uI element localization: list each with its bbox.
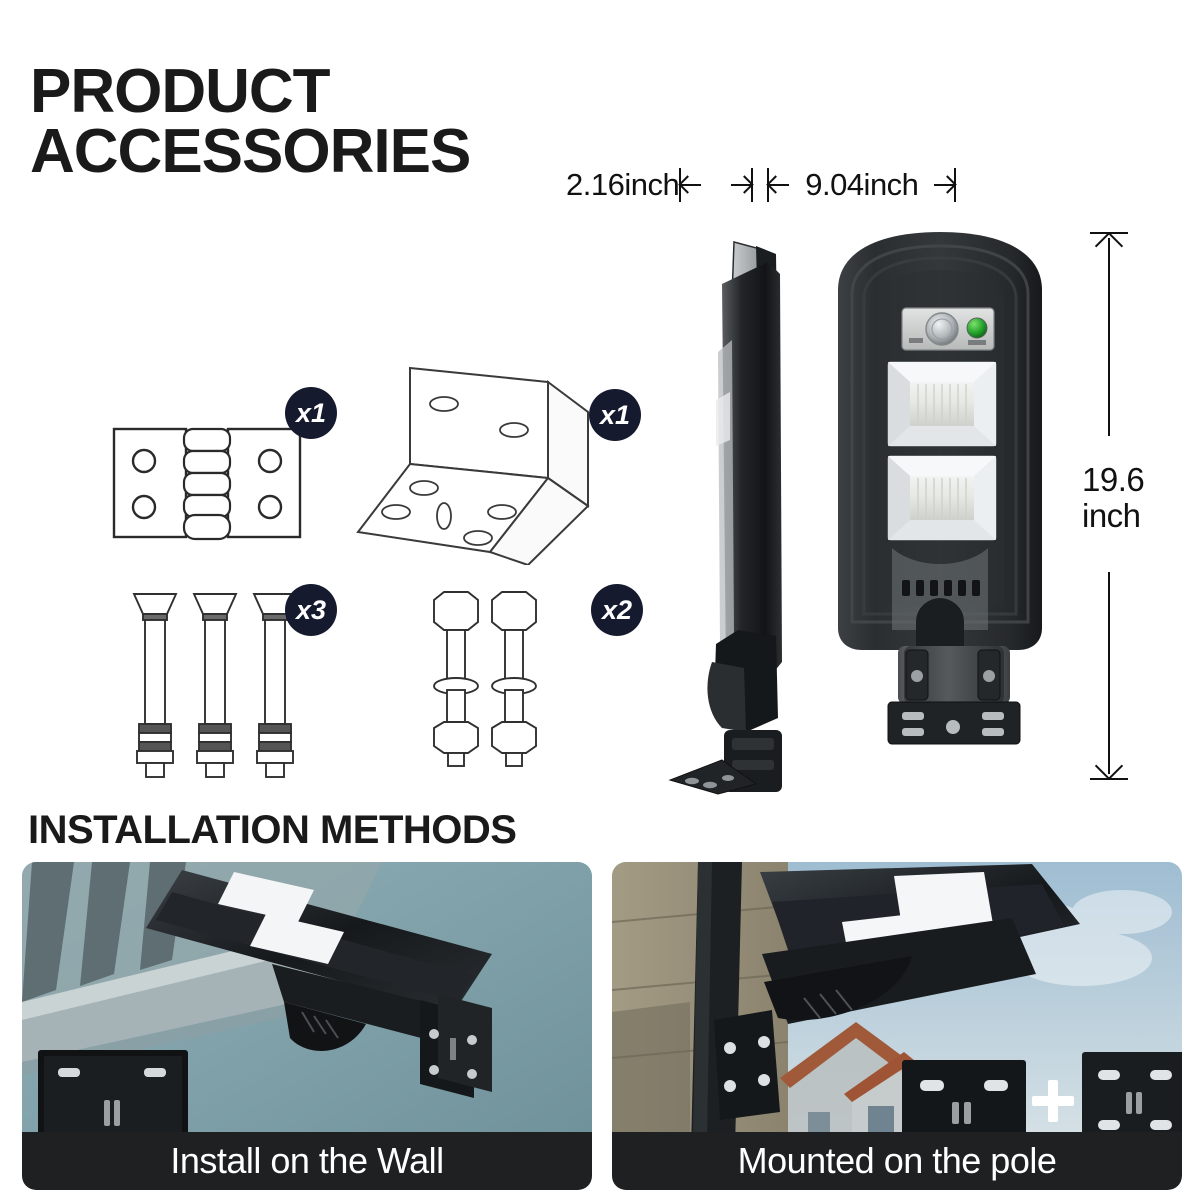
accessory-qty-badge-screws: x3 <box>286 585 336 635</box>
accessory-l-bracket <box>352 360 612 567</box>
wall-install-caption: Install on the Wall <box>22 1132 592 1190</box>
accessory-expansion-screws <box>130 588 310 780</box>
arrow-up-icon <box>1094 231 1124 261</box>
product-side-view <box>660 232 840 797</box>
accessory-qty-badge-hinge: x1 <box>286 388 336 438</box>
badge-text: x3 <box>295 594 327 625</box>
badge-text: x2 <box>601 594 633 625</box>
arrow-right-icon <box>729 175 752 195</box>
installation-photo-wall: Install on the Wall <box>22 862 592 1190</box>
height-value: 19.6 <box>1082 461 1145 498</box>
height-label: 19.6 inch <box>1082 461 1145 534</box>
width-large-label: 9.04inch <box>805 167 919 202</box>
accessory-qty-badge-bolts: x2 <box>592 585 642 635</box>
title-line-2: ACCESSORIES <box>30 116 471 186</box>
width-small-label: 2.16inch <box>566 167 680 202</box>
arrow-right-icon <box>932 175 955 195</box>
title-line-1: PRODUCT <box>30 57 331 126</box>
top-dimension-row: 2.16inch 9.04inch <box>566 165 957 205</box>
installation-photo-pole: Mounted on the pole <box>612 862 1182 1190</box>
installation-heading: INSTALLATION METHODS <box>28 808 517 852</box>
accessory-hinge-bracket <box>100 415 315 550</box>
height-unit: inch <box>1082 496 1141 534</box>
height-dimension-arrow <box>1086 228 1132 784</box>
page-title: PRODUCT ACCESSORIES <box>30 61 471 186</box>
arrow-left-icon <box>681 175 703 195</box>
badge-text: x1 <box>295 397 327 428</box>
arrow-left-icon <box>769 175 791 195</box>
accessory-hex-bolts <box>428 588 553 768</box>
accessory-qty-badge-lbracket: x1 <box>590 390 640 440</box>
pole-install-caption: Mounted on the pole <box>612 1132 1182 1190</box>
badge-text: x1 <box>599 399 631 430</box>
product-front-view <box>826 230 1054 800</box>
arrow-down-icon <box>1094 751 1124 781</box>
